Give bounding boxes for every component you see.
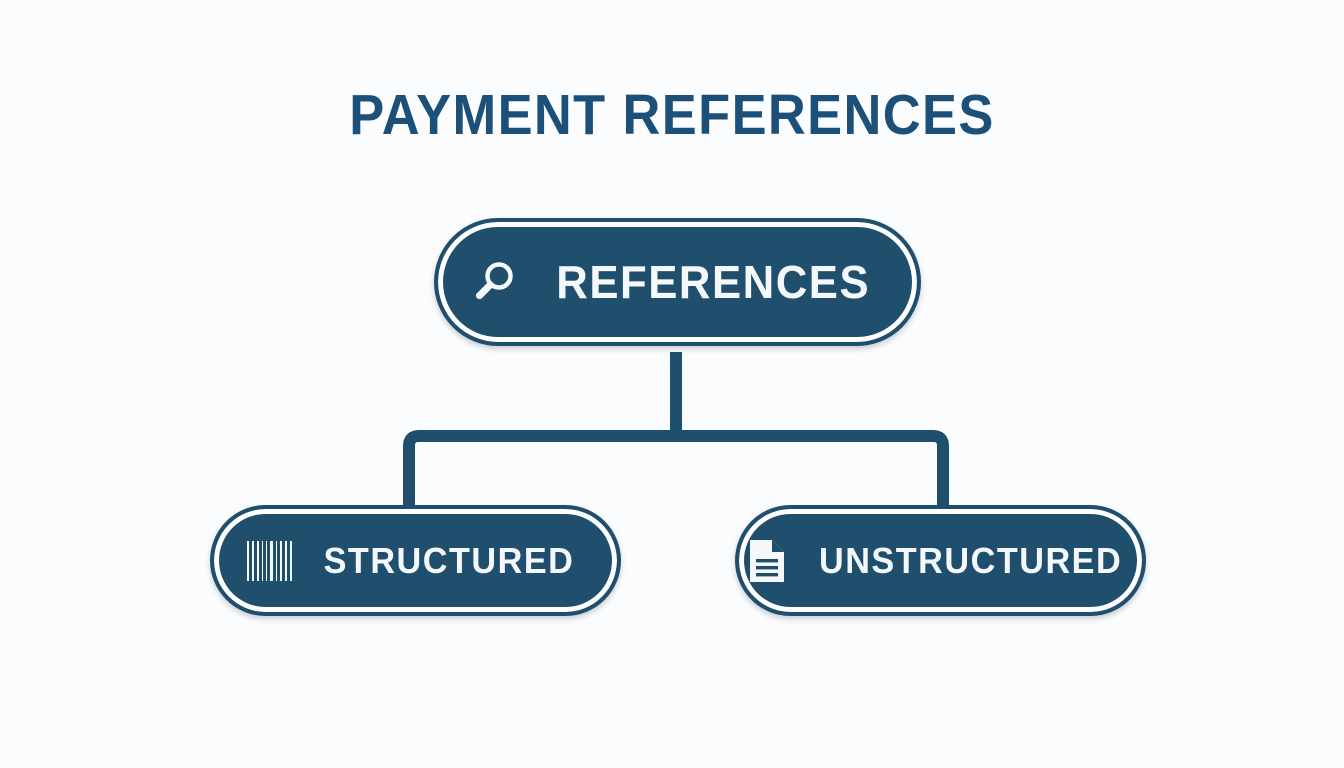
- document-icon: [747, 538, 787, 584]
- node-content: UNSTRUCTURED: [739, 538, 1142, 584]
- node-content: REFERENCES: [438, 255, 917, 309]
- page-title: PAYMENT REFERENCES: [349, 83, 995, 147]
- barcode-icon: [246, 540, 293, 581]
- node-structured[interactable]: STRUCTURED: [210, 505, 621, 616]
- magnifier-icon: [470, 258, 518, 306]
- connector-branch: [403, 430, 949, 505]
- node-label-unstructured: UNSTRUCTURED: [818, 539, 1123, 581]
- node-label-structured: STRUCTURED: [323, 539, 574, 581]
- node-unstructured[interactable]: UNSTRUCTURED: [735, 505, 1146, 616]
- node-content: STRUCTURED: [214, 540, 617, 582]
- node-label-references: REFERENCES: [556, 256, 871, 308]
- node-references[interactable]: REFERENCES: [434, 218, 921, 346]
